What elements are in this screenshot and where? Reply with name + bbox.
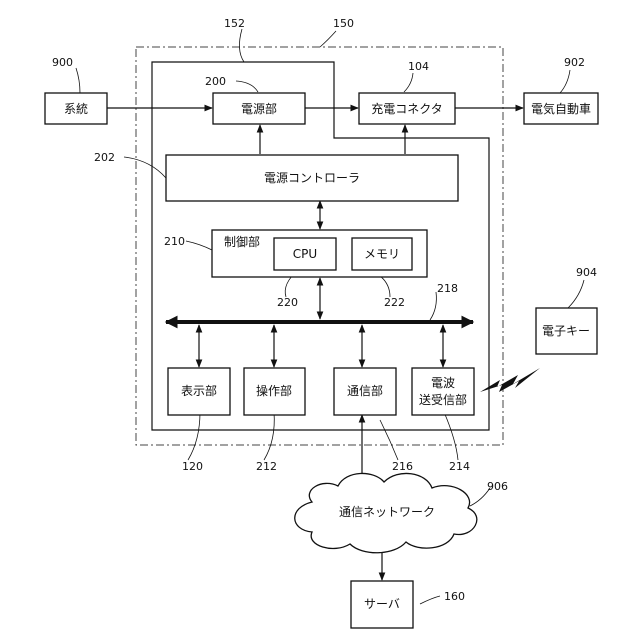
- ref-900: 900: [52, 56, 73, 69]
- control-unit-label: 制御部: [224, 234, 260, 249]
- ref-152: 152: [224, 17, 245, 30]
- power-unit-label: 電源部: [241, 101, 277, 116]
- operation-unit-label: 操作部: [256, 383, 292, 398]
- server-label: サーバ: [364, 597, 400, 611]
- ref-160: 160: [444, 590, 465, 603]
- ref-904: 904: [576, 266, 597, 279]
- ref-220: 220: [277, 296, 298, 309]
- ref-218: 218: [437, 282, 458, 295]
- ref-212: 212: [256, 460, 277, 473]
- communication-unit-label: 通信部: [347, 383, 383, 398]
- charging-connector-label: 充電コネクタ: [371, 101, 443, 116]
- ref-902: 902: [564, 56, 585, 69]
- ref-104: 104: [408, 60, 429, 73]
- ref-210: 210: [164, 235, 185, 248]
- cpu-label: CPU: [293, 247, 317, 261]
- power-controller-label: 電源コントローラ: [264, 171, 360, 185]
- system-label: 系統: [64, 102, 88, 116]
- ref-120: 120: [182, 460, 203, 473]
- electronic-key-label: 電子キー: [542, 324, 590, 338]
- radio-label-line1: 電波: [431, 376, 455, 390]
- ref-906: 906: [487, 480, 508, 493]
- ref-216: 216: [392, 460, 413, 473]
- ref-222: 222: [384, 296, 405, 309]
- electric-vehicle-label: 電気自動車: [531, 101, 591, 116]
- ref-202: 202: [94, 151, 115, 164]
- network-label: 通信ネットワーク: [339, 505, 435, 519]
- ref-214: 214: [449, 460, 470, 473]
- memory-label: メモリ: [364, 247, 400, 261]
- radio-label-line2: 送受信部: [419, 392, 467, 407]
- ref-150: 150: [333, 17, 354, 30]
- ref-200: 200: [205, 75, 226, 88]
- display-unit-label: 表示部: [181, 383, 217, 398]
